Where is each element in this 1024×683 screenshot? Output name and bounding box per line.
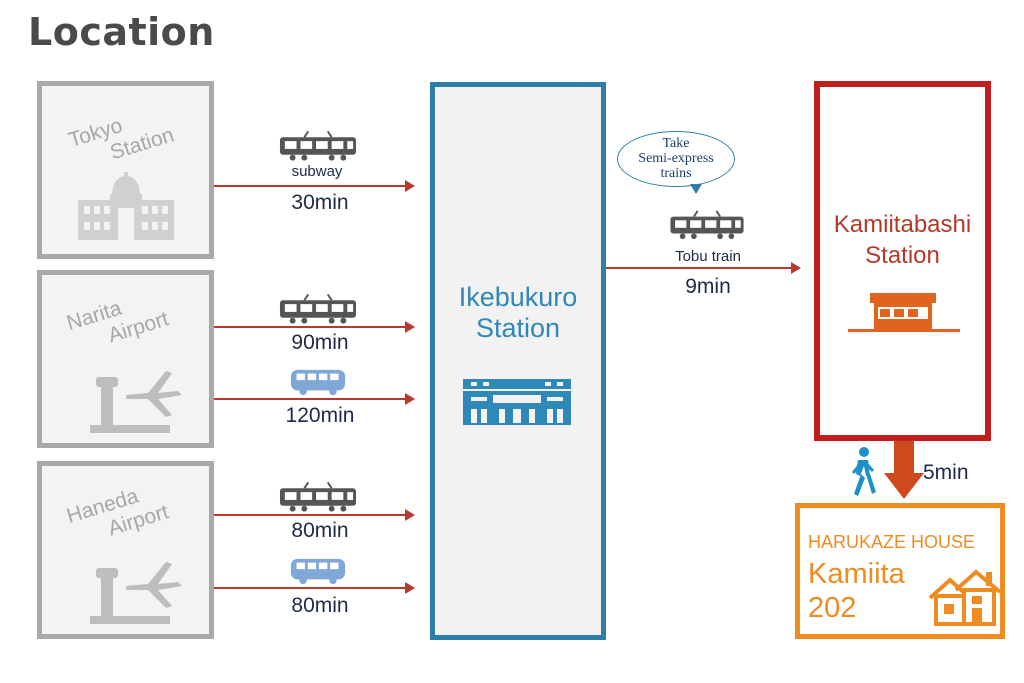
walking-person-icon: [852, 447, 876, 496]
house-icon: [928, 569, 1002, 626]
railway-station-building-icon: [463, 379, 571, 425]
note-line: Take: [662, 136, 690, 151]
note-bubble-tail: [690, 184, 702, 194]
origin-box-tokyo-station: Tokyo Station: [37, 81, 214, 259]
destination-name-line1: Kamiitabashi: [833, 211, 972, 238]
hub-box-ikebukuro-station: Ikebukuro Station: [430, 82, 606, 640]
transfer-time: 9min: [685, 275, 731, 298]
origin-label: Haneda Airport: [64, 477, 172, 552]
hub-name-line2: Station: [475, 313, 561, 343]
walk-time: 5min: [923, 461, 969, 484]
origin-box-narita-airport: Narita Airport: [37, 270, 214, 448]
destination-name-line2: Station: [865, 242, 940, 269]
route-time: 80min: [291, 519, 349, 542]
route-arrow: [214, 509, 415, 521]
house-box-harukaze-house: HARUKAZE HOUSE Kamiita 202: [795, 503, 1005, 639]
note-bubble: Take Semi-express trains: [617, 131, 735, 187]
train-icon: [279, 293, 357, 325]
route-time: 120min: [285, 404, 355, 427]
train-icon: [669, 210, 745, 240]
route-arrow: [214, 180, 415, 192]
tokyo-station-building-icon: [78, 172, 174, 240]
page-title: Location: [28, 10, 215, 54]
train-icon: [279, 481, 357, 513]
airport-control-tower-plane-icon: [86, 365, 186, 435]
origin-label: Tokyo Station: [66, 100, 177, 176]
bus-icon: [290, 368, 346, 396]
route-mode-label: subway: [291, 163, 343, 180]
origin-label: Narita Airport: [64, 284, 172, 359]
route-time: 30min: [291, 191, 349, 214]
hub-label: Ikebukuro Station: [435, 282, 601, 344]
station-building-icon: [848, 293, 960, 332]
transfer-arrow: [606, 262, 801, 274]
house-name-line3: 202: [808, 592, 857, 624]
origin-box-haneda-airport: Haneda Airport: [37, 461, 214, 639]
route-arrow: [214, 321, 415, 333]
route-arrow: [214, 393, 415, 405]
transfer-mode-label: Tobu train: [675, 248, 741, 265]
airport-control-tower-plane-icon: [86, 556, 186, 626]
house-name-line1: HARUKAZE HOUSE: [808, 532, 976, 552]
train-icon: [279, 130, 357, 162]
house-name-line2: Kamiita: [808, 558, 905, 590]
note-line: Semi-express: [638, 151, 714, 166]
destination-label: Kamiitabashi Station: [820, 209, 985, 271]
destination-box-kamiitabashi-station: Kamiitabashi Station: [814, 81, 991, 441]
route-time: 90min: [291, 331, 349, 354]
hub-name-line1: Ikebukuro: [458, 282, 578, 312]
note-line: trains: [660, 166, 692, 181]
route-time: 80min: [291, 594, 349, 617]
walk-arrow: [884, 441, 924, 499]
bus-icon: [290, 557, 346, 585]
route-arrow: [214, 582, 415, 594]
